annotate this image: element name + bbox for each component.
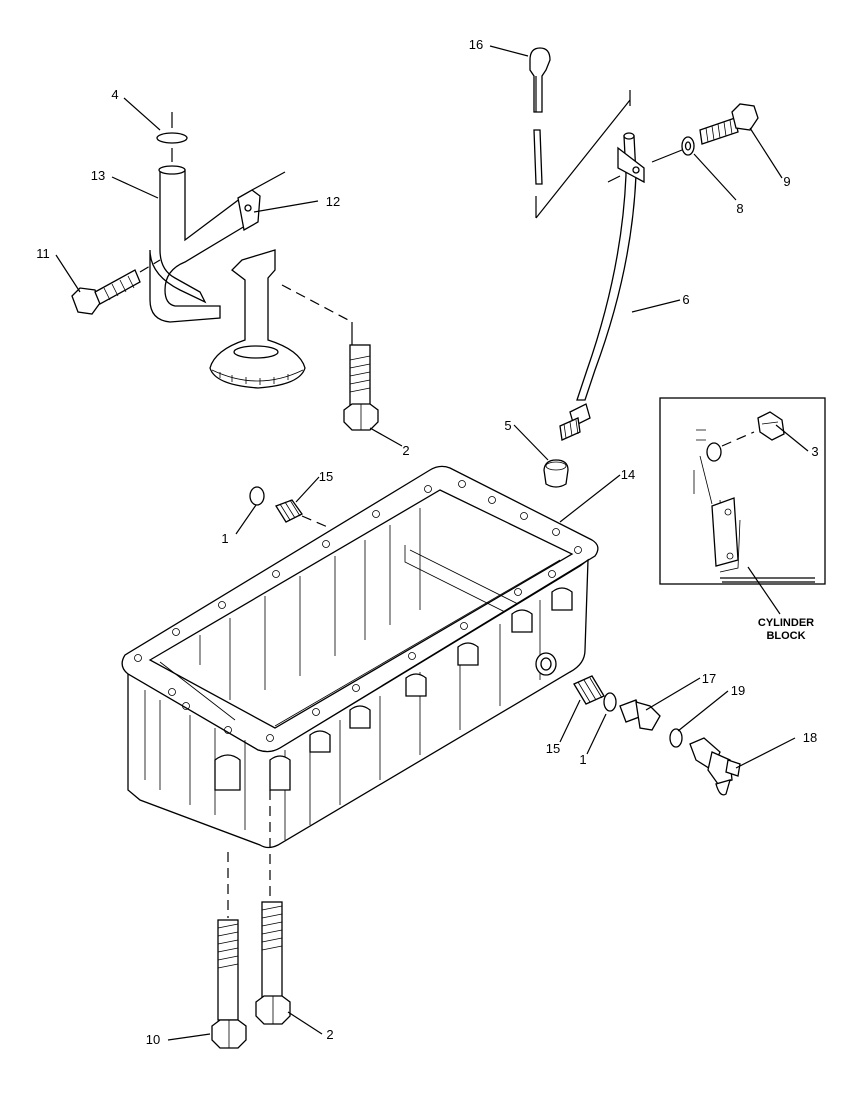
o-ring-4 — [156, 132, 188, 144]
callout-1-lower: 1 — [579, 752, 586, 767]
seal-19 — [669, 728, 683, 748]
callout-11: 11 — [36, 246, 50, 261]
callout-2-upper: 2 — [402, 443, 409, 458]
callout-13: 13 — [91, 168, 105, 183]
callout-labels: 16 4 13 12 11 9 8 6 2 5 14 15 1 3 17 19 … — [36, 37, 818, 1047]
callout-1-upper: 1 — [221, 531, 228, 546]
dipstick-16 — [529, 47, 551, 113]
inset-label-line2: BLOCK — [766, 630, 805, 642]
callout-15-upper: 15 — [319, 469, 333, 484]
seal-1-upper — [249, 486, 265, 506]
callout-6: 6 — [682, 292, 689, 307]
callout-10: 10 — [146, 1032, 160, 1047]
callout-4: 4 — [111, 87, 118, 102]
plug-3 — [757, 411, 785, 441]
callout-8: 8 — [736, 201, 743, 216]
callout-3: 3 — [811, 444, 818, 459]
oil-pan-14 — [121, 465, 599, 849]
bolt-2-upper — [343, 344, 379, 431]
callout-9: 9 — [783, 174, 790, 189]
callout-16: 16 — [469, 37, 483, 52]
callout-2-lower: 2 — [326, 1027, 333, 1042]
inset-detail: CYLINDER BLOCK — [659, 397, 826, 642]
bolt-11 — [71, 259, 161, 315]
fitting-group-upper — [249, 486, 331, 529]
callout-12: 12 — [326, 194, 340, 209]
callout-14: 14 — [621, 467, 635, 482]
leader-lines — [55, 45, 809, 1041]
bolt-9 — [699, 103, 759, 145]
callout-18: 18 — [803, 730, 817, 745]
dipstick-assembly — [529, 47, 759, 488]
drain-fittings — [573, 675, 741, 796]
callout-19: 19 — [731, 683, 745, 698]
plug-15-upper — [275, 499, 303, 523]
dipstick-tube-6 — [576, 135, 637, 401]
pickup-tube-13 — [149, 169, 256, 323]
bolt-2-lower — [255, 901, 291, 1025]
plug-5 — [543, 459, 569, 488]
inset-label-line1: CYLINDER — [758, 617, 814, 629]
callout-15-lower: 15 — [546, 741, 560, 756]
oil-pickup-assembly — [71, 112, 379, 431]
adapter-17 — [619, 699, 661, 731]
callout-5: 5 — [504, 418, 511, 433]
seal-1-lower — [603, 692, 617, 712]
strainer — [209, 249, 306, 389]
callout-17: 17 — [702, 671, 716, 686]
bolt-10 — [211, 919, 247, 1049]
lower-bolts — [211, 790, 291, 1049]
plug-15-lower — [573, 675, 605, 705]
drain-cock-18 — [689, 737, 741, 796]
